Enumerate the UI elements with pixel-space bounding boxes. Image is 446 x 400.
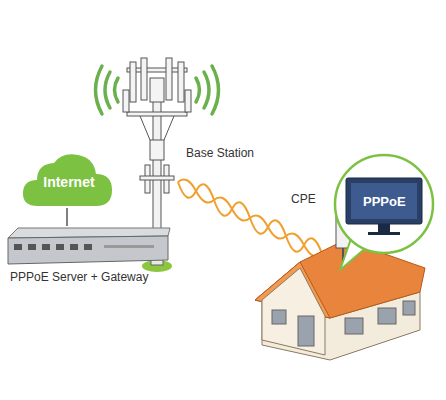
signal-arcs: [96, 66, 219, 114]
sector-antennas: [140, 140, 174, 193]
wireless-link: [178, 179, 322, 256]
node-text: Internet: [43, 174, 94, 190]
node-text: PPPoE Server + Gateway: [10, 270, 148, 284]
monitor-bubble: PPPoE: [332, 152, 436, 256]
node-text: PPPoE: [363, 194, 406, 209]
server-node: PPPoE Server + Gateway: [4, 226, 172, 288]
device-label: CPE: [291, 192, 316, 206]
cable-line: [67, 208, 68, 226]
antenna-array: [123, 58, 191, 140]
cloud-node: Internet: [20, 150, 114, 208]
house: [255, 240, 425, 360]
device-label: Base Station: [186, 146, 254, 160]
